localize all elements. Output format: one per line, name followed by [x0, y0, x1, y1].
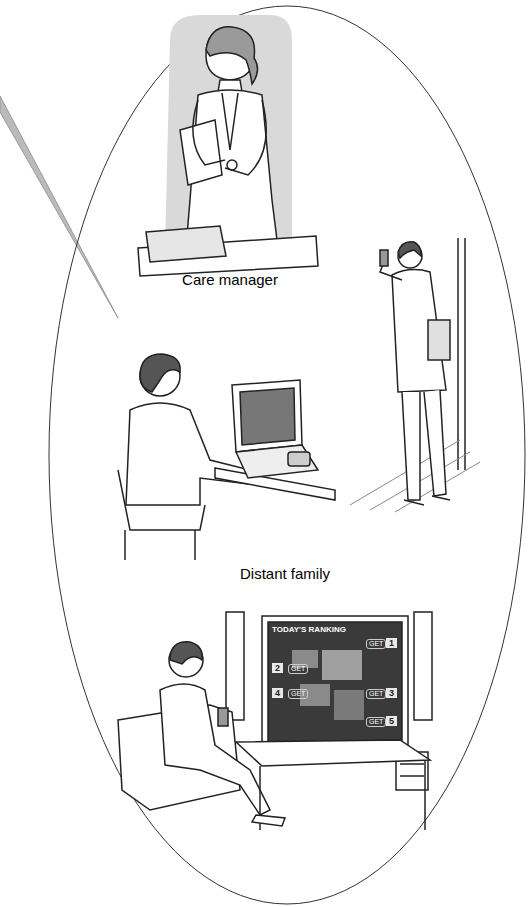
screen-heading: TODAY'S RANKING: [272, 625, 346, 634]
get-button: GET: [366, 689, 386, 699]
rank-number: 2: [272, 663, 283, 673]
standing-man-figure: [350, 238, 480, 512]
group-ellipse: [49, 6, 525, 904]
caption-label: Distant family: [240, 565, 330, 582]
rank-number: 5: [386, 716, 397, 726]
pointer-arrow: [0, 96, 118, 318]
get-button: GET: [366, 639, 386, 649]
care-manager-figure: [138, 15, 318, 276]
rank-number: 3: [386, 688, 397, 698]
get-button: GET: [288, 689, 308, 699]
caption-label: Care manager: [182, 271, 278, 288]
get-button: GET: [366, 717, 386, 727]
tv-viewer-figure: [118, 612, 432, 830]
rank-number: 1: [386, 638, 397, 648]
laptop-user-figure: [118, 354, 335, 560]
get-button: GET: [288, 664, 308, 674]
rank-number: 4: [272, 688, 283, 698]
